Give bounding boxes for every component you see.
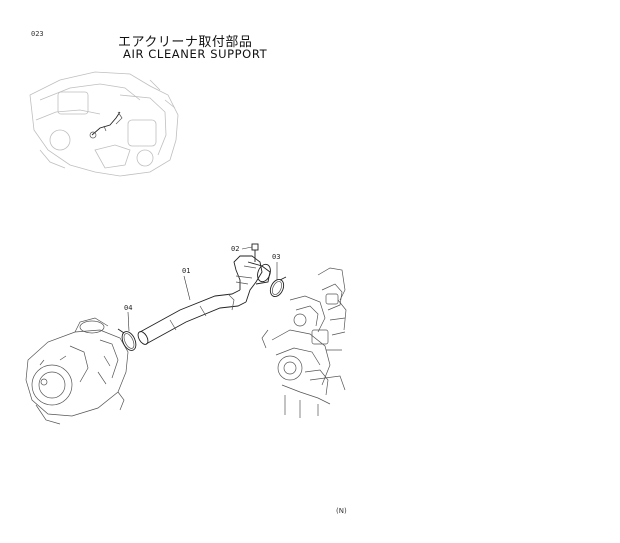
hose-clamp-part-03 — [269, 276, 287, 297]
overview-engine-illustration — [29, 71, 179, 177]
page-title-english: AIR CLEANER SUPPORT — [123, 47, 268, 61]
footer-mark: (N) — [336, 507, 347, 515]
callout-04: 04 — [124, 304, 132, 312]
page-number: 023 — [31, 30, 44, 38]
leader-line-04 — [127, 311, 130, 332]
callout-03: 03 — [272, 253, 280, 261]
hose-clamp-part-04 — [117, 328, 137, 351]
air-duct-hose-part-01 — [137, 255, 271, 345]
compressor-illustration — [25, 317, 129, 425]
leader-line-02 — [241, 246, 253, 250]
leader-line-01 — [183, 275, 191, 301]
callout-02: 02 — [231, 245, 239, 253]
page-title-japanese: エアクリーナ取付部品 — [118, 35, 253, 50]
callout-01: 01 — [182, 267, 190, 275]
engine-assembly-illustration — [261, 267, 347, 418]
